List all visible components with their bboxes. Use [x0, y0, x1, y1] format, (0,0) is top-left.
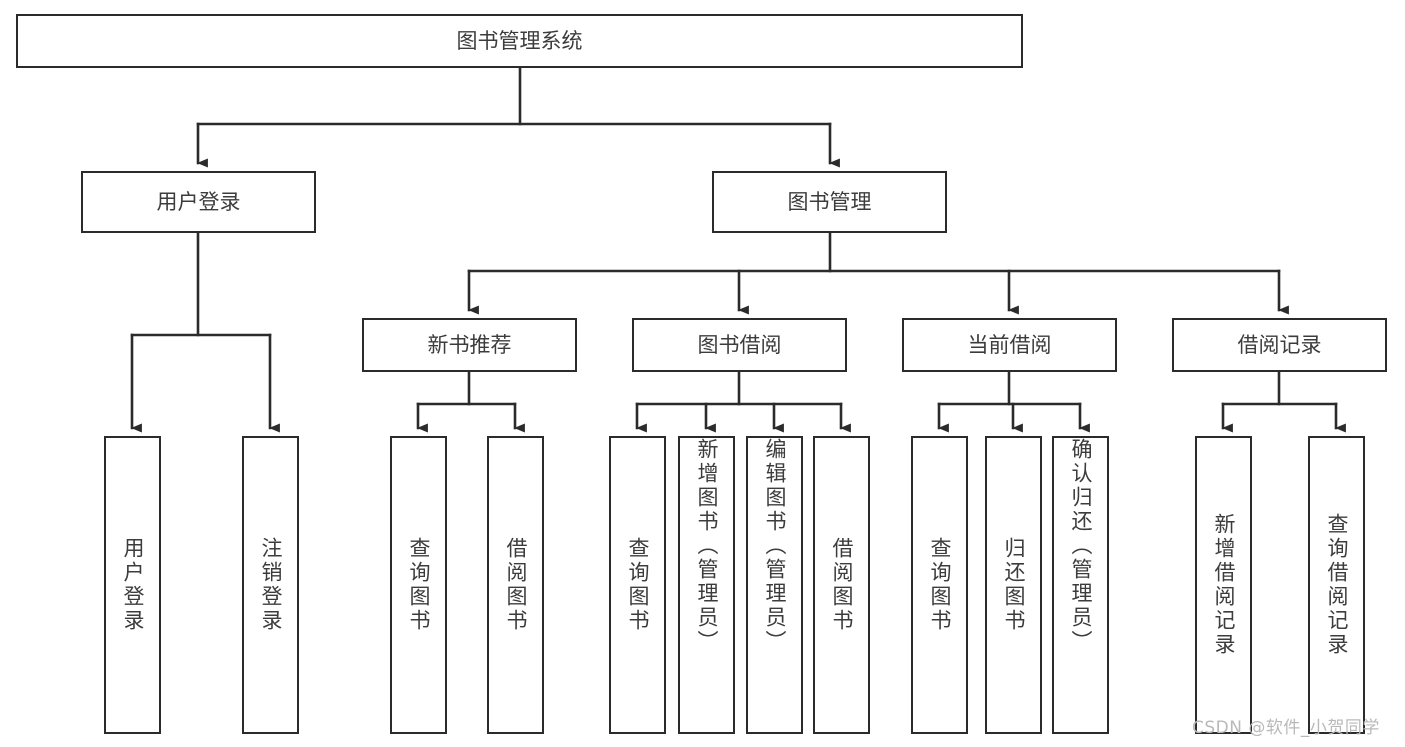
leaf-logout-label: 注销登录: [259, 537, 283, 633]
node-book-borrow-label: 图书借阅: [697, 332, 782, 357]
node-user-login-label: 用户登录: [156, 189, 241, 214]
node-user-login[interactable]: 用户登录: [81, 171, 316, 233]
leaf-add-book-label: 新增图书（管理员）: [695, 438, 719, 654]
leaf-return-book[interactable]: 归还图书: [985, 436, 1042, 734]
csdn-watermark: CSDN @软件_小贺同学: [1192, 718, 1380, 738]
leaf-edit-book-label: 编辑图书（管理员）: [763, 438, 787, 654]
node-book-manage[interactable]: 图书管理: [712, 171, 947, 233]
leaf-query-book-3-label: 查询图书: [928, 537, 952, 633]
leaf-confirm-return-label: 确认归还（管理员）: [1069, 438, 1093, 654]
leaf-query-book-1[interactable]: 查询图书: [390, 436, 447, 734]
node-borrow-record[interactable]: 借阅记录: [1172, 318, 1387, 372]
node-book-manage-label: 图书管理: [787, 189, 872, 214]
leaf-logout[interactable]: 注销登录: [242, 436, 299, 734]
leaf-query-book-3[interactable]: 查询图书: [911, 436, 968, 734]
node-borrow-record-label: 借阅记录: [1237, 332, 1322, 357]
leaf-return-book-label: 归还图书: [1002, 537, 1026, 633]
leaf-borrow-book-1-label: 借阅图书: [504, 537, 528, 633]
leaf-user-login-label: 用户登录: [121, 537, 145, 633]
leaf-query-book-2[interactable]: 查询图书: [609, 436, 666, 734]
leaf-add-record-label: 新增借阅记录: [1212, 513, 1236, 657]
node-current-borrow-label: 当前借阅: [967, 332, 1052, 357]
leaf-add-book[interactable]: 新增图书（管理员）: [678, 436, 735, 734]
leaf-query-book-2-label: 查询图书: [626, 537, 650, 633]
node-current-borrow[interactable]: 当前借阅: [902, 318, 1117, 372]
leaf-query-record[interactable]: 查询借阅记录: [1308, 436, 1365, 734]
node-new-book-recommend[interactable]: 新书推荐: [362, 318, 577, 372]
leaf-borrow-book-2-label: 借阅图书: [830, 537, 854, 633]
leaf-user-login[interactable]: 用户登录: [104, 436, 161, 734]
leaf-query-record-label: 查询借阅记录: [1325, 513, 1349, 657]
node-new-book-recommend-label: 新书推荐: [427, 332, 512, 357]
leaf-edit-book[interactable]: 编辑图书（管理员）: [746, 436, 803, 734]
leaf-add-record[interactable]: 新增借阅记录: [1195, 436, 1252, 734]
node-root-label: 图书管理系统: [456, 28, 583, 53]
leaf-query-book-1-label: 查询图书: [407, 537, 431, 633]
node-book-borrow[interactable]: 图书借阅: [632, 318, 847, 372]
leaf-borrow-book-1[interactable]: 借阅图书: [487, 436, 544, 734]
leaf-borrow-book-2[interactable]: 借阅图书: [813, 436, 870, 734]
leaf-confirm-return[interactable]: 确认归还（管理员）: [1052, 436, 1109, 734]
node-root[interactable]: 图书管理系统: [16, 14, 1023, 68]
